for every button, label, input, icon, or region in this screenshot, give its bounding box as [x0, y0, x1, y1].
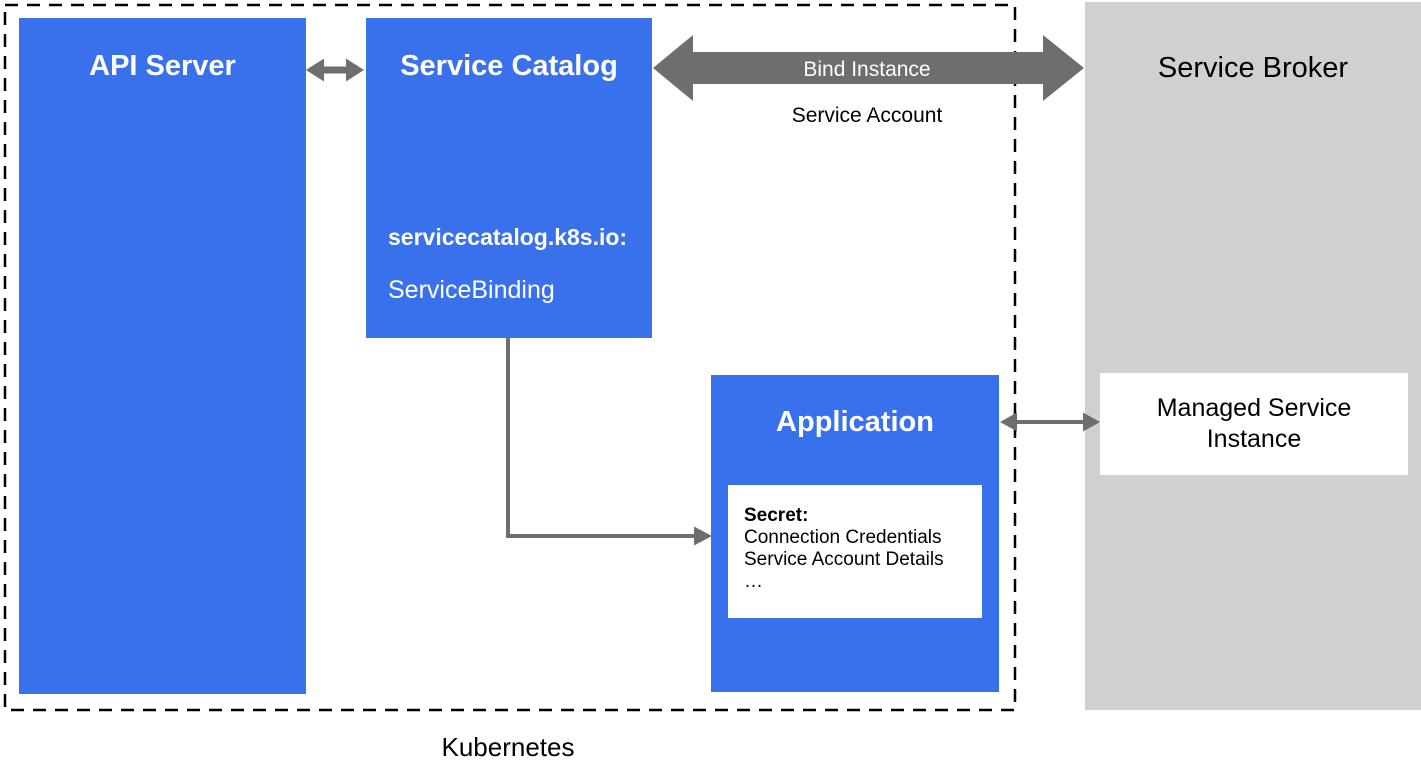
secret-title: Secret: — [744, 505, 809, 526]
secret-line-ellipsis: … — [744, 571, 763, 592]
kubernetes-label: Kubernetes — [441, 732, 575, 762]
binding-to-secret-connector-icon — [506, 338, 712, 546]
api-server-title: API Server — [89, 50, 236, 82]
secret-line-connection-credentials: Connection Credentials — [744, 527, 942, 548]
service-binding-resource: ServiceBinding — [388, 276, 555, 304]
service-broker-box: Service Broker — [1085, 2, 1421, 710]
service-catalog-api-group: servicecatalog.k8s.io: — [388, 224, 628, 250]
secret-box: Secret: Connection Credentials Service A… — [728, 485, 982, 618]
application-title: Application — [776, 406, 934, 438]
api-servicecatalog-double-arrow-icon — [306, 58, 364, 82]
secret-line-service-account-details: Service Account Details — [744, 549, 944, 570]
service-broker-title: Service Broker — [1157, 52, 1349, 84]
service-catalog-box: Service Catalog servicecatalog.k8s.io: S… — [366, 18, 652, 338]
managed-service-instance-box: Managed Service Instance — [1100, 373, 1408, 475]
bind-instance-label: Bind Instance — [803, 58, 931, 81]
service-account-label: Service Account — [791, 104, 943, 127]
api-server-box: API Server — [19, 18, 306, 694]
service-catalog-title: Service Catalog — [400, 50, 618, 82]
managed-service-instance-label: Managed Service Instance — [1156, 394, 1352, 453]
